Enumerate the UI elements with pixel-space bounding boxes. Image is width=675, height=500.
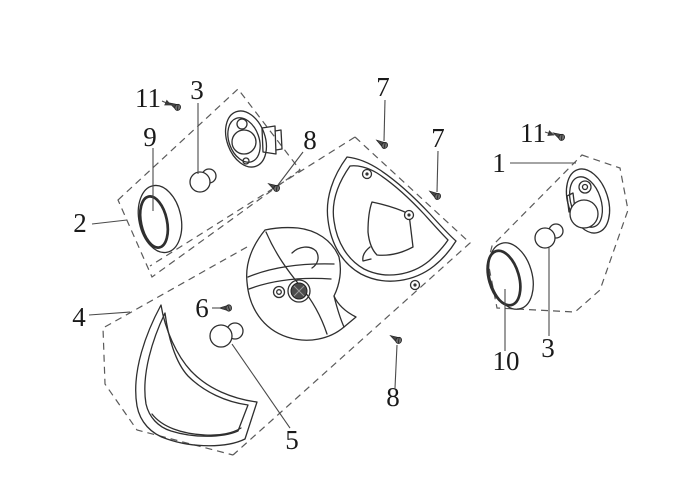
ring-inner	[486, 249, 522, 307]
part-number-3-left: 3	[190, 75, 204, 105]
bulb-socket-part-5	[209, 322, 244, 348]
bulb-part-3-right	[534, 223, 564, 249]
housing-wing-fold	[333, 295, 345, 328]
cover-inner-rim	[332, 165, 449, 276]
bulb-body	[209, 324, 233, 348]
leader-5	[231, 343, 291, 429]
housing-bulb-hole-rim	[287, 279, 311, 303]
screw-part-11-left	[167, 99, 183, 112]
housing-outline	[246, 226, 357, 341]
signal-pilot-hole	[578, 180, 592, 194]
cover-boss-middle-dot	[407, 213, 411, 217]
cover-boss-top-dot	[365, 172, 369, 176]
leader-8-left	[277, 151, 304, 186]
part-number-9: 9	[143, 122, 157, 152]
part-number-8-left: 8	[303, 125, 317, 155]
housing-grommet-center	[276, 289, 282, 295]
leader-7-top	[383, 99, 386, 142]
headlight-rim-outer	[224, 110, 268, 168]
fairing-outline	[135, 304, 258, 447]
part-number-4: 4	[72, 302, 86, 332]
screw-part-7-top	[374, 137, 390, 151]
screw-part-8-bottom	[388, 332, 404, 345]
signal-reflector	[569, 199, 599, 229]
cover-center-panel	[367, 201, 414, 256]
center-box-right-edge	[232, 136, 471, 456]
leader-11-left	[161, 99, 172, 106]
fairing-bottom-ridge	[151, 413, 242, 436]
headlight-housing	[246, 226, 357, 341]
leader-8-bottom	[394, 344, 398, 389]
housing-bulb-hole-hatch	[293, 285, 305, 297]
signal-pilot-center	[581, 183, 589, 191]
part-number-5: 5	[285, 425, 299, 455]
part-number-10: 10	[493, 346, 520, 376]
group-box-part-4	[102, 246, 248, 456]
lens-ring-part-9	[137, 184, 183, 254]
cover-outline	[326, 156, 457, 282]
headlight-reflector	[231, 129, 257, 155]
headlight-pilot-hole	[236, 118, 248, 130]
housing-band-top	[247, 263, 335, 278]
headlight-unit-left	[224, 110, 283, 168]
leader-11-right	[544, 130, 555, 136]
part-number-3-right: 3	[541, 333, 555, 363]
fairing-panel-part-4	[135, 304, 258, 447]
part-number-6: 6	[195, 293, 209, 323]
leader-4	[88, 311, 131, 316]
headlight-screw-hole	[242, 157, 250, 165]
signal-unit-right	[565, 168, 611, 234]
headlight-rim-inner	[227, 117, 261, 163]
part-number-11-left: 11	[135, 83, 161, 113]
part-number-7-top: 7	[376, 72, 390, 102]
group-box-part-1	[487, 154, 629, 313]
ring-inner	[138, 195, 170, 249]
part-number-8-bottom: 8	[386, 382, 400, 412]
ring-outer	[488, 242, 534, 310]
housing-grommet	[272, 285, 286, 299]
screw-part-7-right	[427, 188, 443, 202]
bulb-body	[534, 227, 556, 249]
cover-boss-bottom-dot	[413, 283, 417, 287]
fairing-inner-ridge	[144, 312, 249, 437]
headlight-bracket	[261, 125, 277, 155]
housing-band-bottom	[248, 277, 332, 290]
signal-rim-outer	[565, 168, 611, 234]
leader-2	[91, 219, 128, 225]
screw-part-11-right	[551, 129, 567, 142]
part-number-11-right: 11	[520, 118, 546, 148]
cover-tab-hook	[362, 246, 372, 262]
bulb-body	[189, 171, 211, 193]
center-box-left-edge	[149, 136, 356, 267]
lens-ring-part-10	[486, 242, 534, 310]
front-cover	[326, 156, 457, 291]
headlight-bracket-step	[274, 129, 283, 151]
part-number-1: 1	[492, 148, 506, 178]
bulb-part-3-left	[189, 168, 217, 193]
part-number-2: 2	[73, 208, 87, 238]
part-number-7-right: 7	[431, 123, 445, 153]
leader-7-right	[436, 150, 439, 193]
